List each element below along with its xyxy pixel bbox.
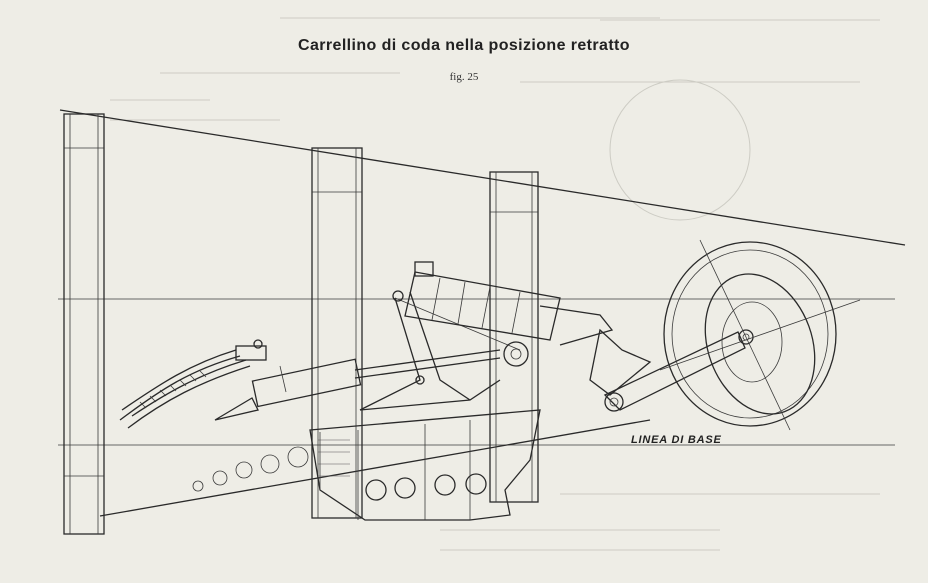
fuselage-frames xyxy=(63,113,539,535)
wheel-well-structure xyxy=(309,409,541,521)
baseline-label: LINEA DI BASE xyxy=(631,434,722,446)
linkage-struts xyxy=(359,290,521,411)
figure-title: Carrellino di coda nella posizione retra… xyxy=(298,37,630,54)
figure-number: fig. 25 xyxy=(449,71,479,83)
bleed-through-text xyxy=(110,17,880,551)
reference-lines xyxy=(58,109,906,517)
shock-absorber xyxy=(404,261,614,367)
retraction-jack xyxy=(214,349,501,421)
lightening-holes xyxy=(192,446,309,492)
hydraulic-hoses xyxy=(119,339,267,429)
wheel-fork xyxy=(589,328,746,412)
tail-wheel xyxy=(659,239,861,431)
